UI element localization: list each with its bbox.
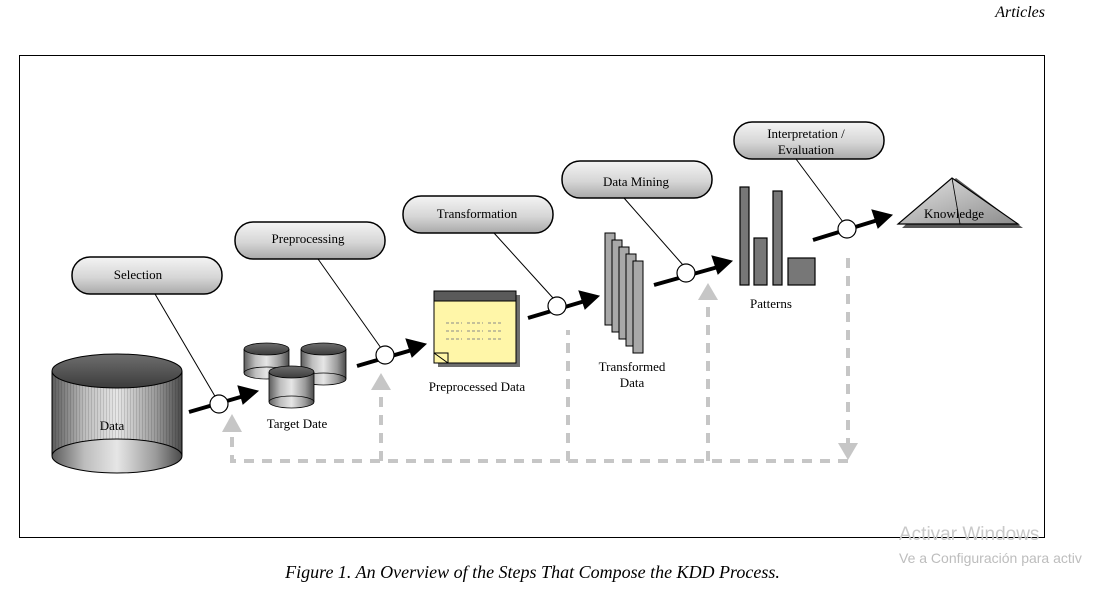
- step-interpretation-label-1: Interpretation /: [767, 126, 845, 141]
- feedback-bottom-line: [230, 432, 848, 463]
- feedback-arrowhead-transformed: [698, 283, 718, 300]
- leader-selection: [154, 293, 217, 399]
- target-data-cylinders: Target Date: [243, 342, 347, 431]
- pattern-bar-1: [739, 186, 750, 286]
- preprocessed-data-document: Preprocessed Data: [429, 290, 526, 394]
- knowledge-pyramid: Knowledge: [896, 177, 1023, 228]
- junction-preprocessing: [375, 345, 395, 365]
- junction-interpretation: [837, 219, 857, 239]
- step-data-mining: Data Mining: [561, 160, 713, 199]
- step-selection-label: Selection: [114, 267, 163, 282]
- leader-preprocessing: [317, 258, 382, 349]
- pattern-bar-3: [772, 190, 783, 286]
- step-selection: Selection: [71, 256, 223, 295]
- knowledge-label: Knowledge: [924, 206, 984, 221]
- target-cylinder-1: [243, 342, 290, 380]
- feedback-arrowheads: [222, 283, 858, 460]
- leader-transformation: [493, 232, 554, 299]
- transformed-data-label-2: Data: [620, 375, 645, 390]
- figure-caption: Figure 1. An Overview of the Steps That …: [285, 562, 780, 582]
- leader-data-mining: [623, 197, 684, 266]
- step-preprocessing-label: Preprocessing: [272, 231, 345, 246]
- figure-frame: [19, 55, 1045, 538]
- step-interpretation-label-2: Evaluation: [778, 142, 835, 157]
- windows-activation-subtitle: Ve a Configuración para activ: [899, 550, 1082, 566]
- step-data-mining-label: Data Mining: [603, 174, 670, 189]
- patterns-label: Patterns: [750, 296, 792, 311]
- step-transformation: Transformation: [402, 195, 554, 234]
- feedback-paths: [230, 258, 850, 463]
- windows-activation-title: Activar Windows: [899, 524, 1040, 545]
- leader-lines: [154, 158, 844, 399]
- feedback-arrowhead-selection: [222, 414, 242, 432]
- pattern-bar-2: [753, 237, 768, 286]
- data-label: Data: [100, 418, 125, 433]
- data-cylinder: Data: [51, 353, 183, 474]
- leader-interpretation: [795, 158, 844, 223]
- step-junctions: [209, 219, 857, 414]
- step-preprocessing: Preprocessing: [234, 221, 386, 260]
- junction-selection: [209, 394, 229, 414]
- patterns-bars: [739, 186, 816, 286]
- section-label: Articles: [995, 4, 1045, 21]
- pattern-bar-4: [787, 257, 816, 286]
- junction-transformation: [547, 296, 567, 316]
- target-data-label: Target Date: [267, 416, 328, 431]
- transformed-data-stack: [604, 232, 644, 354]
- step-transformation-label: Transformation: [437, 206, 518, 221]
- transformed-data-label-1: Transformed: [599, 359, 666, 374]
- preprocessed-data-label: Preprocessed Data: [429, 379, 526, 394]
- junction-data-mining: [676, 263, 696, 283]
- step-interpretation: Interpretation / Evaluation: [733, 121, 885, 160]
- feedback-arrowhead-down: [838, 443, 858, 460]
- feedback-arrowhead-target: [371, 373, 391, 390]
- transformed-panel-5: [632, 260, 644, 354]
- target-cylinder-3: [268, 365, 315, 409]
